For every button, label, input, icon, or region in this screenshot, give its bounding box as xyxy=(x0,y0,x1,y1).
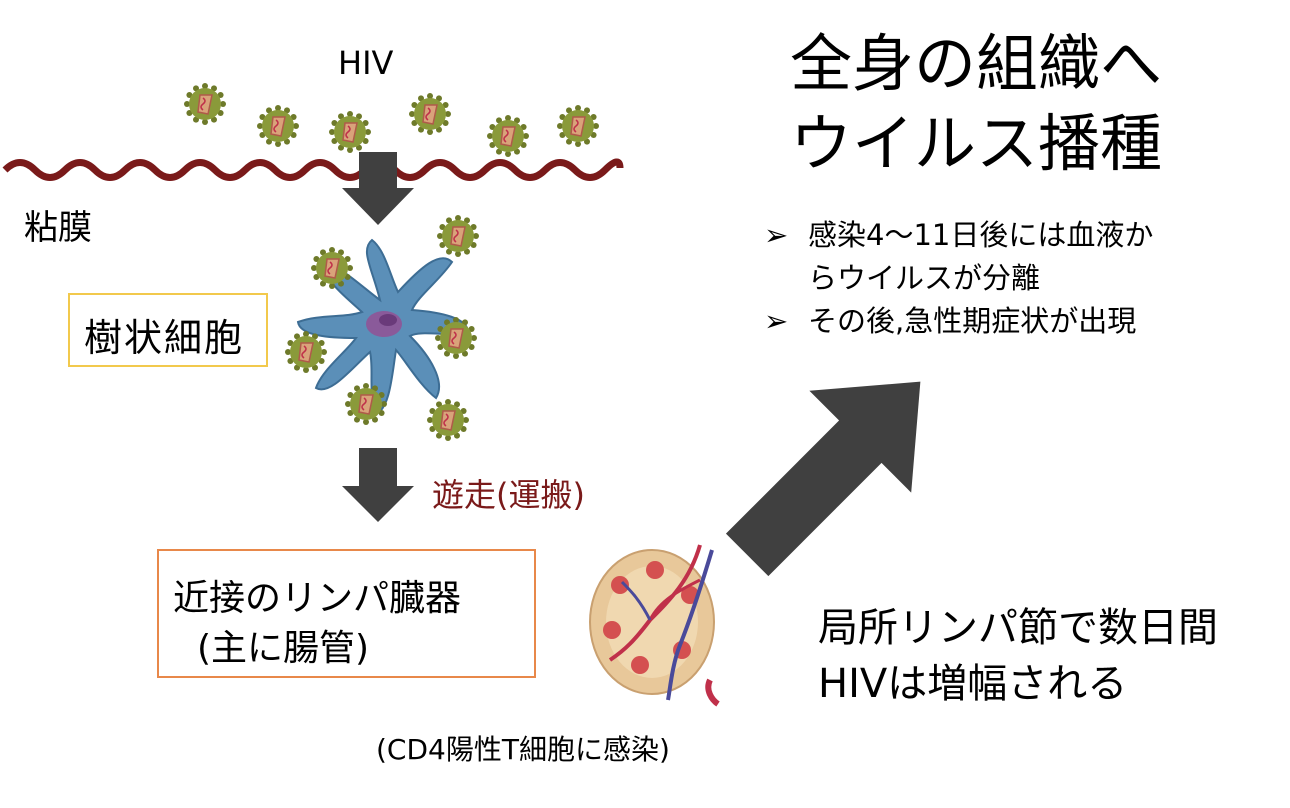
dissemination-arrow-icon xyxy=(725,381,921,577)
bullet-item-1-line-2: らウイルスが分離 xyxy=(808,261,1041,295)
hiv-virus-group xyxy=(184,83,599,441)
cd4-note: (CD4陽性T細胞に感染) xyxy=(376,733,670,766)
hiv-virus-icon xyxy=(557,105,599,147)
bullet-item-2: ➢ その後,急性期症状が出現 xyxy=(764,300,1153,343)
lymph-organ-box: 近接のリンパ臓器 (主に腸管) xyxy=(157,549,536,678)
dendritic-cell-box: 樹状細胞 xyxy=(68,293,268,367)
hiv-virus-icon xyxy=(427,399,469,441)
bullet-arrow-icon: ➢ xyxy=(764,304,789,338)
hiv-virus-icon xyxy=(437,215,479,257)
hiv-virus-icon xyxy=(409,93,451,135)
lymph-organ-label: 近接のリンパ臓器 xyxy=(173,578,462,619)
lymph-node-icon xyxy=(589,544,720,707)
hiv-virus-icon xyxy=(257,105,299,147)
page-title: 全身の組織へ ウイルス播種 xyxy=(790,24,1162,184)
hiv-virus-icon xyxy=(329,111,371,153)
bullet-arrow-icon: ➢ xyxy=(764,218,789,252)
bullet-list: ➢ 感染4〜11日後には血液か らウイルスが分離 ➢ その後,急性期症状が出現 xyxy=(764,214,1153,343)
hiv-virus-icon xyxy=(345,383,387,425)
amplification-line-1: 局所リンパ節で数日間 xyxy=(818,605,1218,651)
amplification-note: 局所リンパ節で数日間 HIVは増幅される xyxy=(818,600,1218,712)
hiv-label: HIV xyxy=(338,44,394,82)
hiv-virus-icon xyxy=(311,247,353,289)
bullet-item-1-line-1: 感染4〜11日後には血液か xyxy=(808,218,1154,252)
lymph-organ-sublabel: (主に腸管) xyxy=(197,628,370,669)
hiv-virus-icon xyxy=(487,115,529,157)
bullet-item-2-text: その後,急性期症状が出現 xyxy=(808,304,1137,338)
mucosa-wave xyxy=(2,158,624,181)
dendritic-cell-label: 樹状細胞 xyxy=(84,316,245,360)
hiv-virus-icon xyxy=(435,317,477,359)
bullet-item-1: ➢ 感染4〜11日後には血液か らウイルスが分離 xyxy=(764,214,1153,300)
hiv-virus-icon xyxy=(184,83,226,125)
amplification-line-2: HIVは増幅される xyxy=(818,661,1128,707)
title-line-2: ウイルス播種 xyxy=(790,107,1163,180)
title-line-1: 全身の組織へ xyxy=(790,27,1163,100)
hiv-virus-icon xyxy=(285,331,327,373)
migration-label: 遊走(運搬) xyxy=(432,476,585,514)
migration-arrow-icon xyxy=(342,448,414,522)
mucosa-label: 粘膜 xyxy=(24,208,92,248)
down-arrow-icon xyxy=(342,152,414,225)
